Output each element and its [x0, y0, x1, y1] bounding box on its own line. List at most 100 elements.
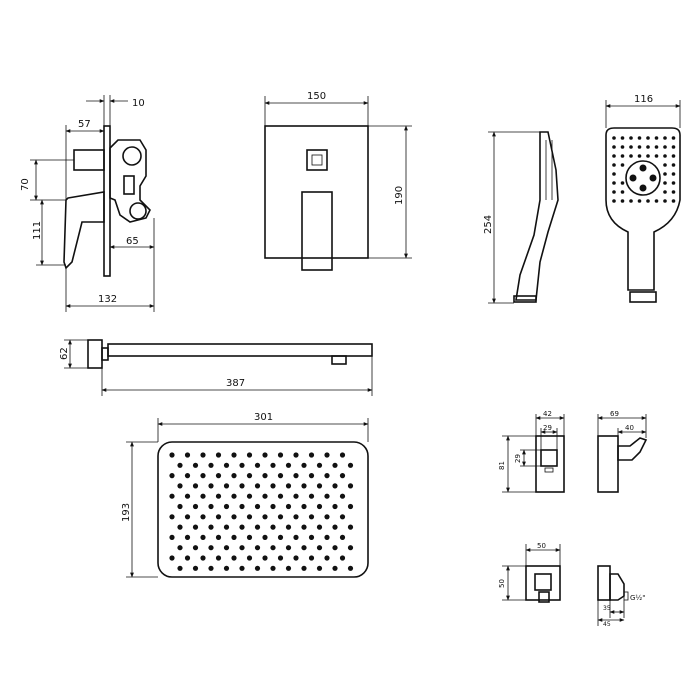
- nozzle: [270, 483, 276, 489]
- holder-front-dim-width: 42: [543, 410, 552, 418]
- nozzle: [208, 545, 214, 551]
- nozzle: [231, 514, 237, 520]
- nozzle: [671, 163, 676, 167]
- nozzle: [215, 493, 222, 499]
- mixer-side-dim-top: 10: [132, 98, 145, 109]
- nozzle: [629, 154, 633, 158]
- nozzle: [612, 199, 616, 203]
- nozzle: [246, 452, 253, 458]
- head-shower-dim-width: 301: [254, 412, 273, 423]
- nozzle: [254, 483, 261, 489]
- shower-arm-dim-projection: 387: [226, 378, 245, 389]
- nozzle: [347, 545, 354, 551]
- handshower-dim-width: 116: [634, 94, 653, 105]
- nozzle: [646, 145, 650, 149]
- nozzle: [277, 473, 284, 479]
- nozzle: [169, 493, 175, 499]
- nozzle: [620, 145, 625, 149]
- nozzle: [177, 503, 183, 510]
- nozzle: [316, 503, 323, 510]
- nozzle: [192, 524, 199, 530]
- nozzle: [649, 174, 657, 182]
- nozzle: [639, 164, 647, 172]
- nozzle: [177, 545, 183, 551]
- nozzle: [339, 555, 346, 561]
- nozzle: [200, 534, 206, 541]
- nozzle: [663, 172, 667, 176]
- nozzle: [192, 565, 199, 571]
- nozzle: [254, 524, 261, 530]
- nozzle: [637, 199, 642, 203]
- nozzle: [277, 493, 284, 499]
- nozzle: [200, 555, 206, 561]
- nozzle: [215, 514, 222, 520]
- mixer-front-dim-height: 190: [394, 186, 405, 205]
- nozzle: [262, 514, 268, 520]
- nozzle: [301, 524, 307, 530]
- outlet-side-view: G½" 35 45: [597, 565, 645, 628]
- nozzle: [177, 462, 183, 468]
- nozzle: [239, 524, 245, 530]
- mixer-side-dim-body: 65: [126, 236, 139, 247]
- nozzle: [332, 462, 338, 468]
- holder-front-dim-inner-width: 29: [543, 424, 552, 432]
- nozzle: [347, 462, 354, 468]
- handshower-dim-length: 254: [483, 215, 494, 234]
- nozzle: [239, 483, 245, 489]
- nozzle: [301, 503, 307, 510]
- nozzle: [316, 545, 323, 551]
- nozzle: [254, 565, 261, 571]
- holder-front-view: 42 29 29 81: [498, 410, 565, 493]
- nozzle: [663, 154, 667, 158]
- nozzle: [646, 154, 650, 158]
- nozzle: [254, 545, 261, 551]
- nozzle: [308, 473, 315, 479]
- nozzle: [663, 145, 667, 149]
- handshower-side-view: 254: [483, 131, 559, 304]
- nozzle: [215, 452, 222, 458]
- nozzle: [671, 199, 676, 203]
- nozzle: [270, 545, 276, 551]
- nozzle: [277, 534, 284, 541]
- nozzle: [654, 199, 659, 203]
- nozzle: [301, 545, 307, 551]
- handshower-nozzles: [612, 136, 676, 203]
- nozzle: [637, 145, 642, 149]
- nozzle: [200, 473, 206, 479]
- nozzle: [184, 555, 191, 561]
- nozzle: [324, 473, 330, 479]
- nozzle: [293, 493, 299, 499]
- nozzle: [270, 462, 276, 468]
- nozzle: [629, 174, 637, 182]
- nozzle: [270, 524, 276, 530]
- nozzle: [308, 534, 315, 541]
- head-shower: 301 193: [121, 412, 369, 578]
- nozzle: [316, 565, 323, 571]
- nozzle: [339, 534, 346, 541]
- nozzle: [254, 503, 261, 510]
- mixer-front-dim-width: 150: [307, 91, 326, 102]
- nozzle: [223, 545, 230, 551]
- nozzle: [169, 473, 175, 479]
- nozzle: [332, 545, 338, 551]
- nozzle: [239, 565, 245, 571]
- nozzle: [671, 172, 676, 176]
- nozzle: [231, 534, 237, 541]
- nozzle: [285, 483, 292, 489]
- nozzle: [347, 483, 354, 489]
- nozzle: [239, 462, 245, 468]
- nozzle: [671, 181, 676, 185]
- nozzle: [347, 503, 354, 510]
- nozzle: [246, 514, 253, 520]
- nozzle: [663, 199, 667, 203]
- nozzle: [208, 462, 214, 468]
- nozzle: [332, 483, 338, 489]
- nozzle: [223, 483, 230, 489]
- nozzle: [308, 452, 315, 458]
- nozzle: [308, 514, 315, 520]
- nozzle: [637, 136, 642, 140]
- nozzle: [671, 190, 676, 194]
- nozzle: [620, 154, 625, 158]
- nozzle: [308, 493, 315, 499]
